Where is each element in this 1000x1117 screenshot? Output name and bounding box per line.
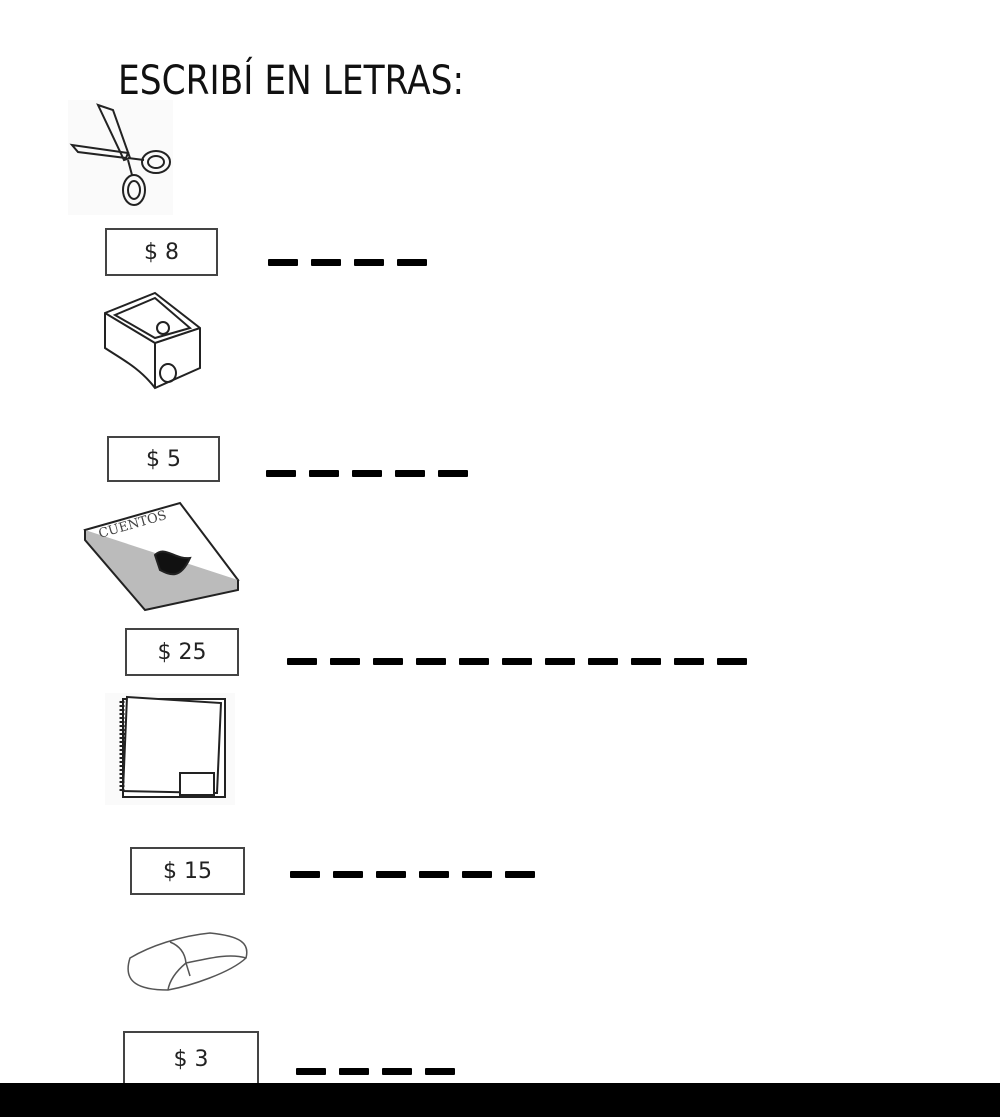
- worksheet-title: ESCRIBÍ EN LETRAS:: [118, 58, 465, 104]
- letter-blank: [588, 658, 618, 665]
- letter-blank: [266, 470, 296, 477]
- letter-blank: [395, 470, 425, 477]
- letter-blank: [459, 658, 489, 665]
- letter-blank: [397, 259, 427, 266]
- letter-blank: [333, 871, 363, 878]
- price-box: $ 25: [125, 628, 239, 676]
- letter-blank: [502, 658, 532, 665]
- letter-blank: [631, 658, 661, 665]
- letter-blank: [425, 1068, 455, 1075]
- letter-blank: [376, 871, 406, 878]
- letter-blank: [382, 1068, 412, 1075]
- letter-blank: [419, 871, 449, 878]
- letter-blank: [373, 658, 403, 665]
- letter-blank: [505, 871, 535, 878]
- letter-blank: [339, 1068, 369, 1075]
- price-box: $ 5: [107, 436, 220, 482]
- answer-blanks[interactable]: [287, 658, 747, 665]
- notebook-icon: [105, 693, 235, 805]
- storybook-icon: CUENTOS: [80, 500, 250, 612]
- letter-blank: [296, 1068, 326, 1075]
- answer-blanks[interactable]: [296, 1068, 455, 1075]
- letter-blank: [290, 871, 320, 878]
- letter-blank: [352, 470, 382, 477]
- letter-blank: [545, 658, 575, 665]
- letter-blank: [311, 259, 341, 266]
- letter-blank: [462, 871, 492, 878]
- answer-blanks[interactable]: [268, 259, 427, 266]
- price-box: $ 3: [123, 1031, 259, 1087]
- price-box: $ 15: [130, 847, 245, 895]
- letter-blank: [438, 470, 468, 477]
- letter-blank: [287, 658, 317, 665]
- letter-blank: [268, 259, 298, 266]
- letter-blank: [354, 259, 384, 266]
- eraser-icon: [110, 928, 258, 994]
- letter-blank: [330, 658, 360, 665]
- answer-blanks[interactable]: [266, 470, 468, 477]
- pencil-sharpener-icon: [100, 288, 230, 393]
- letter-blank: [309, 470, 339, 477]
- bottom-black-bar: [0, 1083, 1000, 1117]
- letter-blank: [416, 658, 446, 665]
- letter-blank: [674, 658, 704, 665]
- scissors-icon: [68, 100, 173, 215]
- price-box: $ 8: [105, 228, 218, 276]
- letter-blank: [717, 658, 747, 665]
- answer-blanks[interactable]: [290, 871, 535, 878]
